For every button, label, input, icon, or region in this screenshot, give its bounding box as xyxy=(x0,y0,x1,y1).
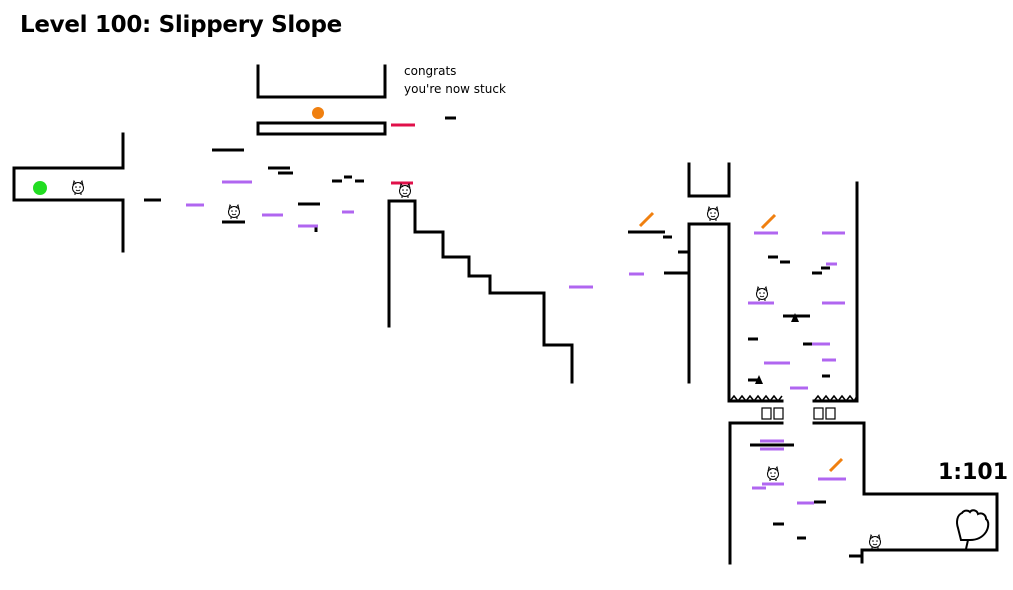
creature-icon xyxy=(399,183,411,199)
spring-launchers xyxy=(638,211,844,473)
player-ball-icon xyxy=(33,181,47,195)
creature-faces xyxy=(72,180,881,550)
creature-icon xyxy=(72,180,84,196)
hint-note: congrats you're now stuck xyxy=(404,62,506,98)
hint-note-line-1: congrats xyxy=(404,64,457,78)
spike-block-enemies xyxy=(761,407,836,420)
level-title: Level 100: Slippery Slope xyxy=(20,12,342,38)
creature-icon xyxy=(756,286,768,302)
creature-icon xyxy=(707,206,719,222)
ice-platforms xyxy=(186,180,846,505)
black-ledges xyxy=(144,116,862,558)
triangle-markers xyxy=(755,313,799,384)
spike-row-icon xyxy=(729,394,858,403)
level-walls xyxy=(12,64,999,565)
creature-icon xyxy=(767,466,779,482)
lava-strips xyxy=(391,123,415,185)
hint-note-line-2: you're now stuck xyxy=(404,82,506,96)
creature-icon xyxy=(869,534,881,550)
creature-icon xyxy=(228,204,240,220)
goal-ball-icon xyxy=(312,107,324,119)
hand-glove-icon xyxy=(956,509,990,550)
attempt-counter: 1:101 xyxy=(938,460,1009,485)
